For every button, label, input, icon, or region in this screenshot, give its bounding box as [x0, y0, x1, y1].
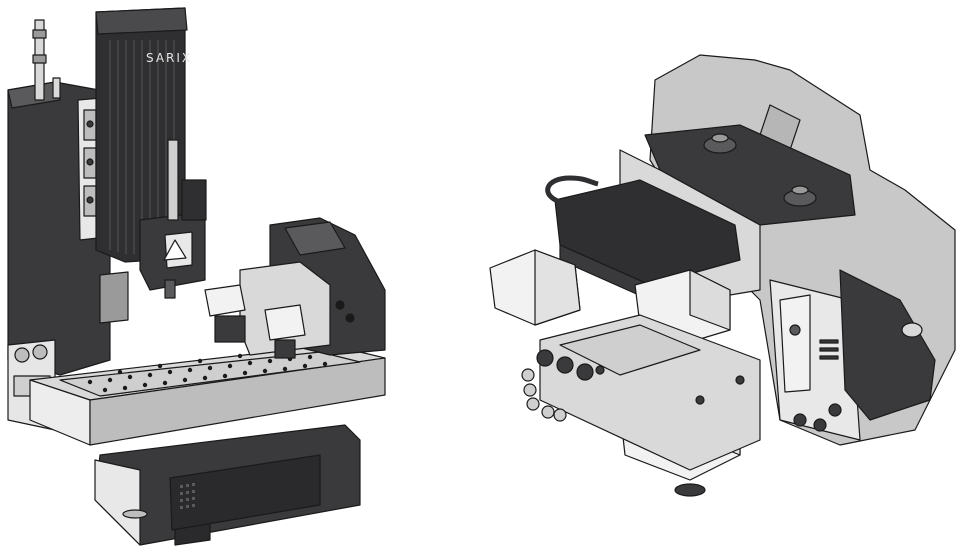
right-machine-unit [489, 54, 956, 497]
mounting-plate [99, 271, 129, 324]
motor-box [554, 179, 741, 301]
cable [545, 175, 599, 205]
vented-box [169, 454, 321, 531]
top-rods [32, 19, 61, 101]
base-plate [539, 314, 761, 471]
foot [674, 483, 706, 497]
rear-motor [839, 269, 936, 421]
white-block-left [489, 249, 581, 326]
brand-label: SARIX [146, 51, 192, 65]
side-plate-right [769, 279, 861, 441]
spindle-assembly [139, 139, 207, 299]
wire-feed-unit [204, 217, 386, 359]
coolant-nozzles [521, 349, 594, 422]
left-edm-machine: SARIX [7, 7, 386, 546]
work-table [29, 344, 386, 446]
